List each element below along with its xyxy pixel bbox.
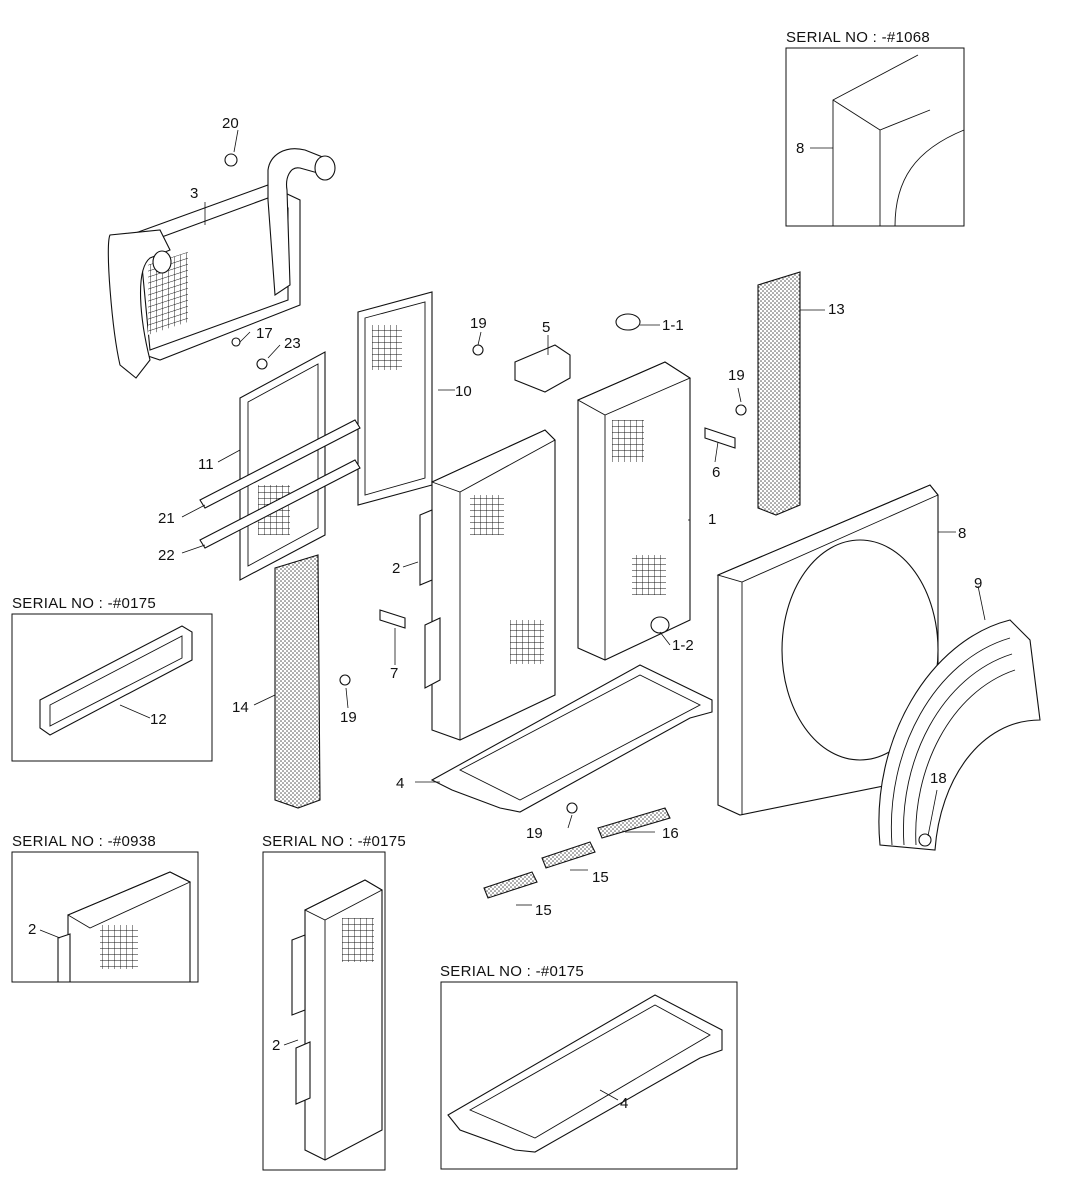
serial-label-base: SERIAL NO : -#0175 bbox=[440, 963, 584, 980]
fan-guard bbox=[878, 619, 1041, 851]
detail-box-shroud: SERIAL NO : -#1068 8 bbox=[785, 29, 965, 227]
callout-10: 10 bbox=[455, 383, 472, 400]
callout-13: 13 bbox=[828, 301, 845, 318]
detail-box-bracket-b: SERIAL NO : -#0175 2 bbox=[262, 833, 406, 1171]
callout-17: 17 bbox=[256, 325, 273, 342]
bracket-7 bbox=[379, 609, 406, 629]
callout-5: 5 bbox=[542, 319, 550, 336]
callout-11: 11 bbox=[198, 456, 214, 473]
fan-shroud bbox=[716, 484, 939, 816]
callout-14: 14 bbox=[232, 699, 249, 716]
callout-1-2: 1-2 bbox=[672, 637, 694, 654]
serial-label-shroud: SERIAL NO : -#1068 bbox=[786, 29, 930, 46]
screen-10 bbox=[357, 291, 433, 506]
callout-18: 18 bbox=[930, 770, 947, 787]
bolt-icons bbox=[224, 153, 932, 847]
callout-8-box: 8 bbox=[796, 140, 804, 157]
oil-cooler-core bbox=[419, 429, 556, 741]
callout-19-bottom: 19 bbox=[526, 825, 543, 842]
callout-7: 7 bbox=[390, 665, 398, 682]
callout-21: 21 bbox=[158, 510, 175, 527]
pad-15-b bbox=[483, 871, 538, 899]
callout-20: 20 bbox=[222, 115, 239, 132]
bracket-5 bbox=[514, 344, 571, 393]
callout-19-top: 19 bbox=[470, 315, 487, 332]
serial-label-bracket-b: SERIAL NO : -#0175 bbox=[262, 833, 406, 850]
callout-1-1: 1-1 bbox=[662, 317, 684, 334]
detail-box-bracket-a: SERIAL NO : -#0938 2 bbox=[11, 833, 199, 983]
leader-lines bbox=[181, 129, 986, 906]
intercooler bbox=[107, 148, 336, 379]
radiator bbox=[576, 313, 691, 661]
base-frame bbox=[430, 664, 713, 813]
callout-2-box-b: 2 bbox=[272, 1037, 280, 1054]
foam-13 bbox=[757, 271, 801, 516]
callout-6: 6 bbox=[712, 464, 720, 481]
callout-9: 9 bbox=[974, 575, 982, 592]
callout-15-b: 15 bbox=[535, 902, 552, 919]
callout-4-box: 4 bbox=[620, 1095, 628, 1112]
callout-19-right: 19 bbox=[728, 367, 745, 384]
callout-2-box-a: 2 bbox=[28, 921, 36, 938]
pad-16 bbox=[597, 807, 671, 839]
callout-19-left: 19 bbox=[340, 709, 357, 726]
callout-23: 23 bbox=[284, 335, 301, 352]
foam-14 bbox=[274, 554, 321, 809]
serial-label-gasket: SERIAL NO : -#0175 bbox=[12, 595, 156, 612]
callout-15-a: 15 bbox=[592, 869, 609, 886]
support-bars bbox=[199, 419, 361, 549]
callout-4-main: 4 bbox=[396, 775, 404, 792]
callout-16: 16 bbox=[662, 825, 679, 842]
callout-8-main: 8 bbox=[958, 525, 966, 542]
callout-22: 22 bbox=[158, 547, 175, 564]
callout-2-main: 2 bbox=[392, 560, 400, 577]
bracket-6 bbox=[704, 427, 736, 449]
detail-box-base: SERIAL NO : -#0175 4 bbox=[440, 963, 738, 1170]
callout-12: 12 bbox=[150, 711, 167, 728]
detail-box-gasket: SERIAL NO : -#0175 12 bbox=[11, 595, 213, 762]
callout-3: 3 bbox=[190, 185, 198, 202]
pad-15-a bbox=[541, 841, 596, 869]
callout-1: 1 bbox=[708, 511, 716, 528]
serial-label-bracket-a: SERIAL NO : -#0938 bbox=[12, 833, 156, 850]
